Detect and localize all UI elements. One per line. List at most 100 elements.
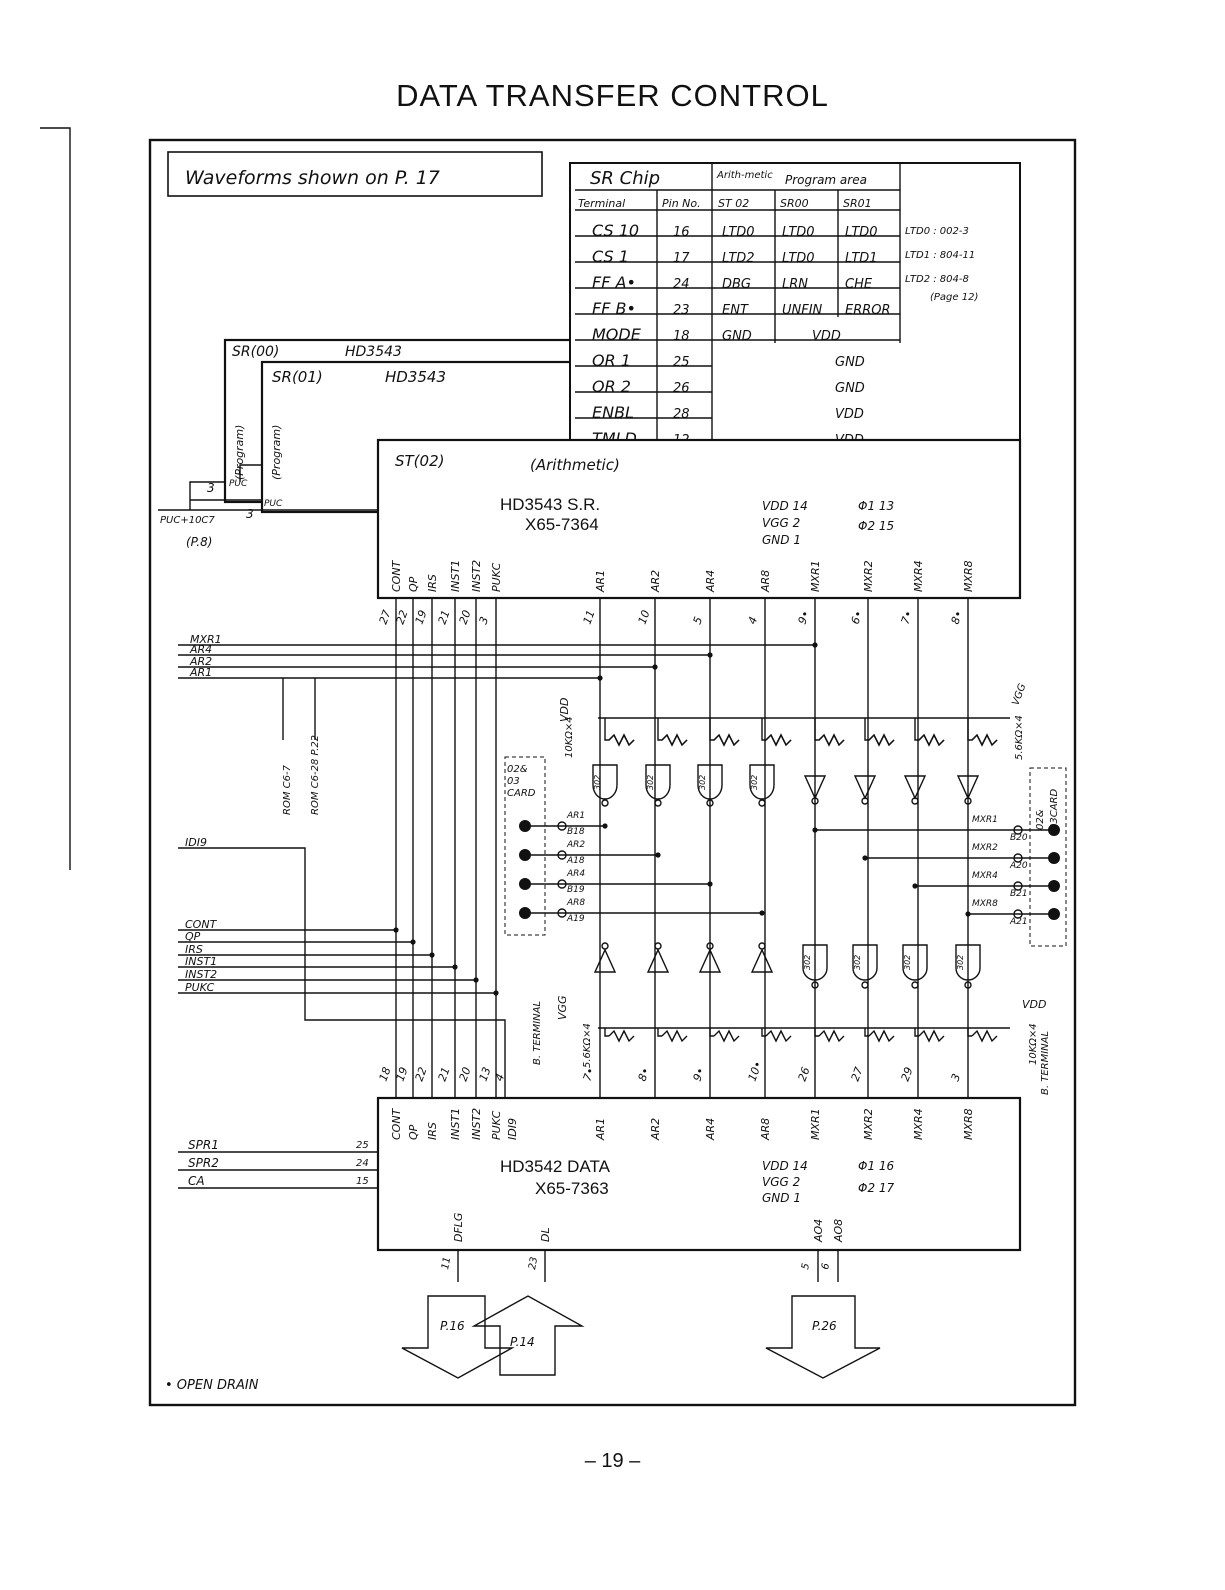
vgg-label-bottom: VGG	[556, 995, 569, 1020]
terminal-label-right: B. TERMINAL	[1040, 1031, 1051, 1095]
table-subheader: ST 02	[718, 197, 749, 210]
inverter-gate-bottom	[646, 948, 670, 973]
program-label-sr01: (Program)	[270, 425, 283, 480]
st02-pin-label: PUKC	[490, 562, 503, 592]
resistor-bottom-zigzag	[765, 1029, 792, 1043]
card-right-pin: A21	[1009, 917, 1028, 927]
data-bottom-pin-label: AO8	[832, 1219, 845, 1243]
table-cell: CS 10	[592, 221, 639, 240]
resistor-top-zigzag	[713, 733, 740, 747]
resistor-bottom	[864, 1028, 869, 1037]
card-junction	[602, 823, 608, 829]
nand-gate-top	[749, 764, 775, 800]
table-cell: 24	[673, 277, 690, 292]
nand-gate-bottom	[852, 944, 878, 981]
st02-power-vgg: VGG 2	[762, 516, 800, 530]
card-right-signal: MXR4	[972, 871, 998, 881]
table-grid	[575, 163, 901, 448]
gate-bubble	[654, 942, 662, 950]
card-left-pin: B19	[567, 885, 585, 895]
spr-pin-number: 25	[356, 1140, 369, 1151]
gate-bubble	[911, 797, 919, 805]
st02-pin-label: CONT	[390, 559, 403, 592]
program-label-sr00: (Program)	[233, 425, 246, 480]
table-cell: 28	[673, 407, 690, 422]
bus-label-bottom: CONT	[185, 918, 218, 931]
vdd-label-bottom: VDD	[1022, 998, 1046, 1011]
card-right-contact	[1048, 880, 1060, 892]
data-pin-label: MXR8	[962, 1108, 975, 1140]
table-header-chip: SR Chip	[590, 168, 660, 189]
card-left-contact	[519, 907, 531, 919]
chip-sr00-label: SR(00)	[232, 344, 279, 360]
card-left-signal: AR4	[566, 869, 585, 879]
st02-pin-label: AR8	[759, 570, 772, 593]
st02-pin-number: 5	[691, 615, 706, 626]
spr-label: SPR1	[188, 1138, 219, 1152]
puc-page-ref: (P.8)	[186, 535, 212, 549]
data-bottom-pin-label: DL	[539, 1227, 552, 1242]
arrow-page-26	[765, 1295, 881, 1379]
st02-pin-label: AR1	[594, 570, 607, 593]
gate-bubble	[601, 942, 609, 950]
resistor-label-bottom: 10KΩ×4	[1028, 1023, 1039, 1065]
data-pin-label: MXR1	[809, 1108, 822, 1140]
card-right-signal: MXR2	[972, 843, 998, 853]
table-subheader: Pin No.	[662, 197, 701, 210]
data-pin-label: MXR4	[912, 1108, 925, 1140]
card-right-node	[1013, 853, 1023, 863]
table-cell: GND	[835, 355, 865, 370]
card-left-node	[557, 908, 567, 918]
table-cell: ENT	[722, 303, 749, 318]
table-cell: FF A•	[592, 273, 636, 292]
card-left-node	[557, 879, 567, 889]
puc-wire	[158, 464, 378, 511]
resistor-top-zigzag	[661, 733, 688, 747]
data-bottom-number: 23	[527, 1256, 540, 1270]
card-junction	[812, 827, 818, 833]
card-left-label: 02&	[507, 764, 528, 775]
page-number: – 19 –	[584, 1450, 641, 1472]
resistor-bottom	[814, 1028, 819, 1037]
bus-junction	[393, 927, 399, 933]
table-cell: LRN	[782, 277, 808, 292]
data-pin-number: 18	[377, 1065, 394, 1083]
table-cell: CS 1	[592, 247, 629, 266]
table-cell: DBG	[722, 277, 751, 292]
card-left-pin: B18	[567, 827, 585, 837]
st02-pin-label: MXR1	[809, 560, 822, 592]
card-right-pin: B20	[1010, 833, 1028, 843]
st02-pins: CONT27QP22IRS19INST121INST220PUKC3AR111A…	[377, 559, 975, 1098]
resistor-top-zigzag	[918, 733, 945, 747]
resistor-bottom	[761, 1028, 766, 1037]
table-cell: LTD1	[845, 251, 878, 266]
data-pin-label: INST2	[470, 1108, 483, 1140]
st02-name: HD3543 S.R.	[500, 495, 600, 514]
st02-pin-number: 4	[746, 615, 761, 626]
data-pin-number: 9•	[691, 1066, 708, 1083]
buffer-gate-top	[956, 775, 980, 800]
gate-bubble	[811, 981, 819, 989]
nand-gate-top	[592, 764, 618, 800]
card-right-signal: MXR1	[972, 815, 998, 825]
card-left-pin: A18	[566, 856, 585, 866]
gate-bubble	[964, 797, 972, 805]
gate-label: 302	[853, 955, 862, 970]
st02-pin-label: IRS	[426, 574, 439, 592]
schematic-frame	[148, 138, 1077, 1407]
inverter-gate-bottom	[750, 948, 774, 973]
card-left-signal: AR8	[566, 898, 585, 908]
data-pin-label: PUKC	[490, 1110, 503, 1140]
data-power-gnd: GND 1	[762, 1191, 801, 1205]
st02-clock-phi1: Φ1 13	[858, 499, 894, 513]
inverter-gate-bottom	[698, 948, 722, 973]
data-pin-label: IDI9	[506, 1118, 519, 1140]
idi9-label: IDI9	[185, 836, 207, 849]
data-clock-phi1: Φ1 16	[858, 1159, 895, 1173]
card-right-node	[1013, 825, 1023, 835]
data-pin-number: 20	[457, 1065, 474, 1083]
buffer-gate-top	[803, 775, 827, 800]
inverter-gate-bottom	[593, 948, 617, 973]
puc-label-sr00: PUC	[229, 479, 248, 489]
card-right-node	[1013, 909, 1023, 919]
